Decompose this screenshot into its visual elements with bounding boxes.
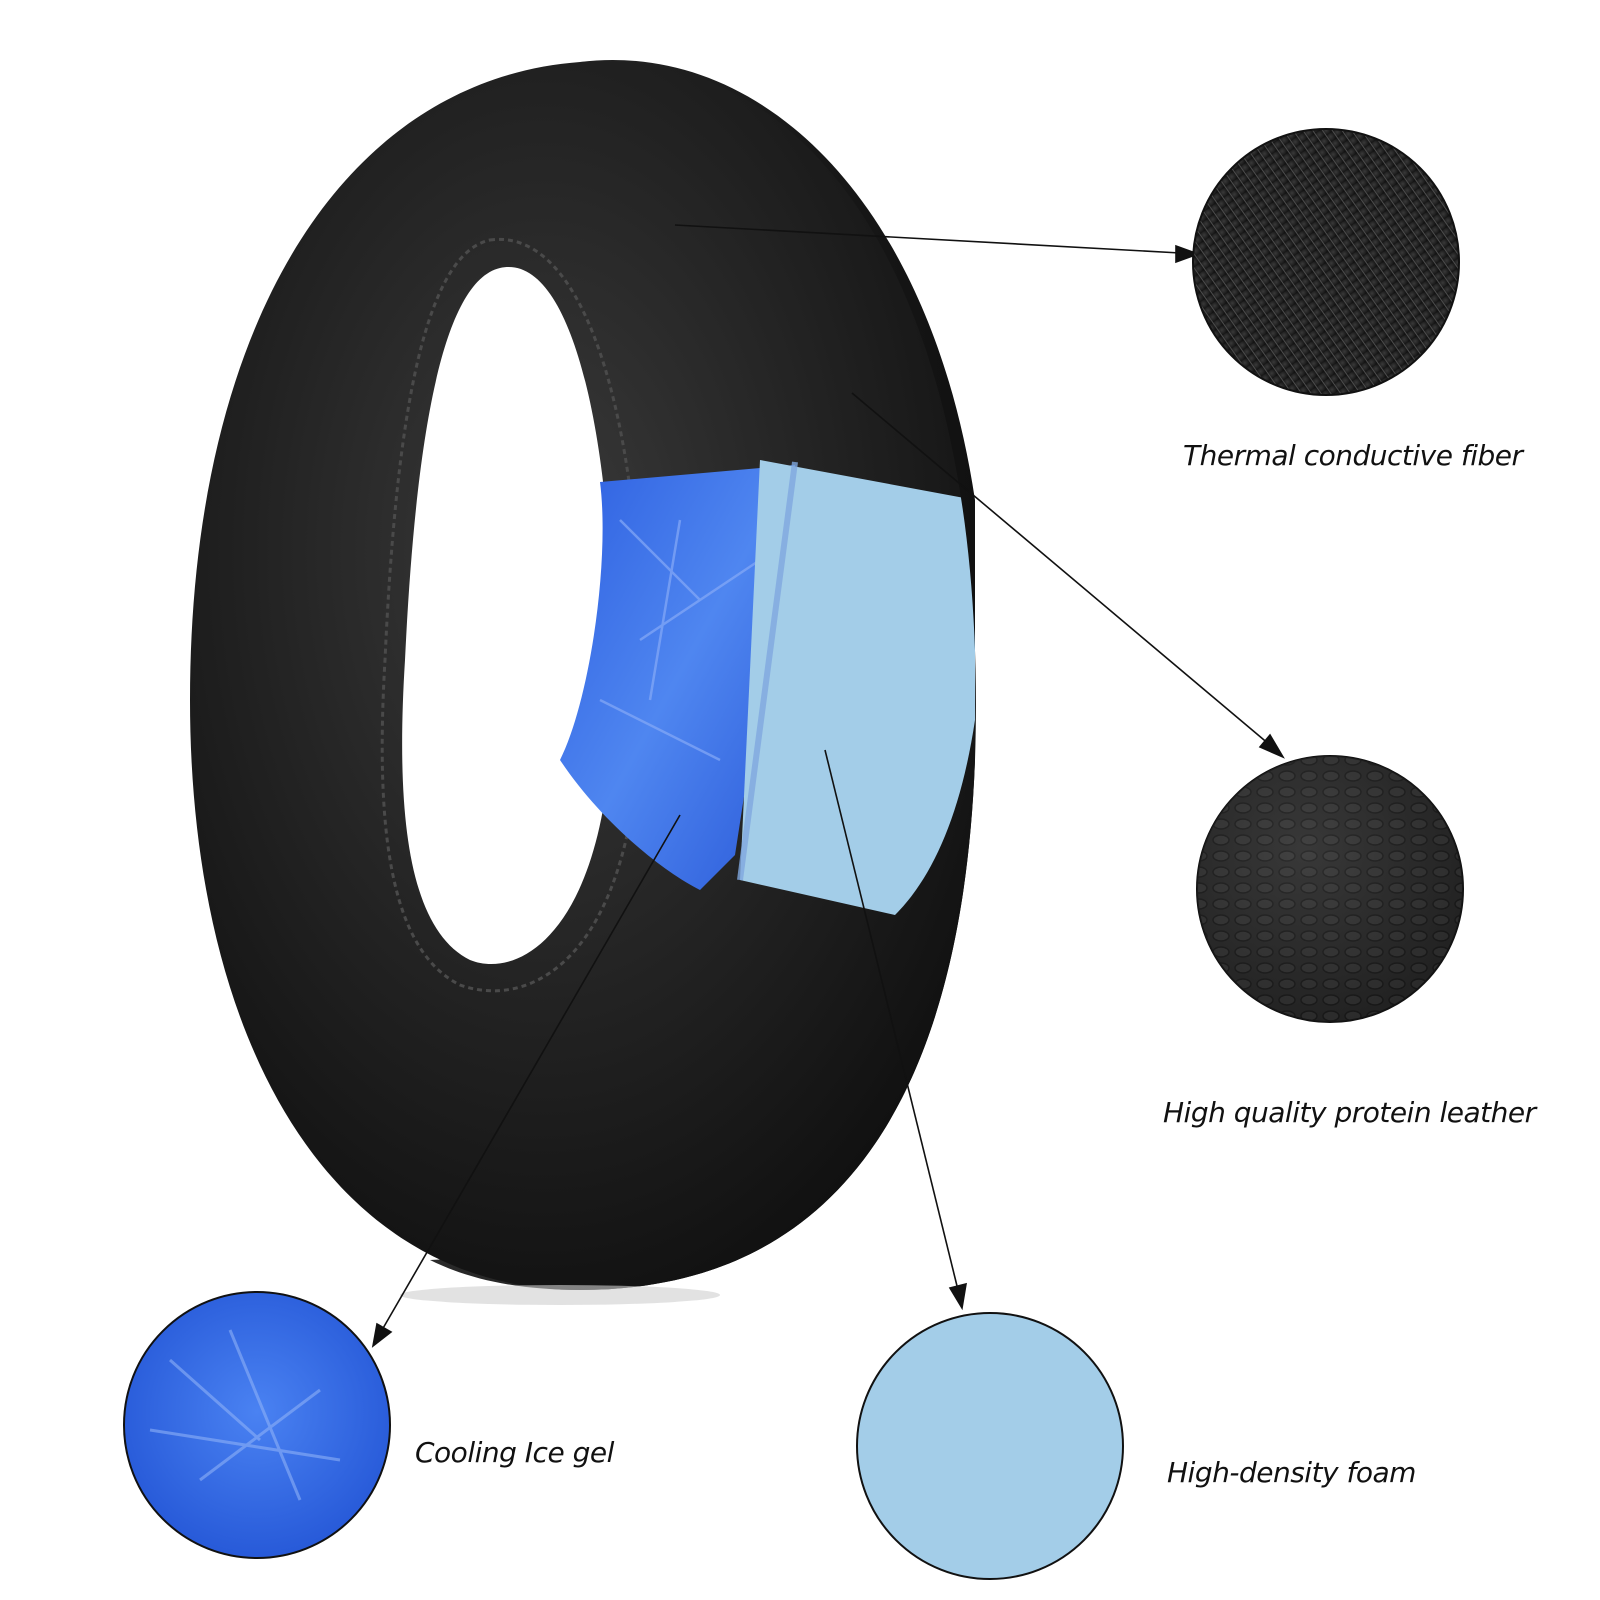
fiber-texture-circle (1192, 128, 1460, 396)
leader-lines (371, 224, 1285, 1348)
earpad-cushion (190, 61, 976, 1291)
label-cooling-ice-gel: Cooling Ice gel (415, 1436, 614, 1469)
label-thermal-conductive-fiber: Thermal conductive fiber (1183, 439, 1523, 472)
foam-gel-boundary (737, 461, 798, 881)
gel-texture-veins (149, 1329, 341, 1501)
foam-texture-circle (856, 1312, 1124, 1580)
label-protein-leather: High quality protein leather (1163, 1096, 1536, 1129)
foam-layer-cutaway (740, 460, 975, 915)
leader-line-thermal (674, 224, 1181, 254)
gel-texture-circle (123, 1291, 391, 1559)
leader-line-gel (381, 814, 681, 1331)
leader-line-leather (851, 392, 1271, 746)
arrowhead-leather (1258, 733, 1285, 759)
gel-highlight-veins (599, 519, 761, 762)
gel-layer-cutaway (560, 465, 795, 890)
label-high-density-foam: High-density foam (1167, 1456, 1416, 1489)
leader-line-foam (824, 749, 959, 1291)
arrowhead-foam (948, 1282, 967, 1311)
inner-lining-stitch (380, 237, 643, 993)
arrowhead-gel (371, 1322, 393, 1348)
arrowhead-thermal (1175, 244, 1201, 264)
leather-texture-shade (1197, 756, 1463, 1022)
earpad-shadow (400, 1285, 720, 1305)
